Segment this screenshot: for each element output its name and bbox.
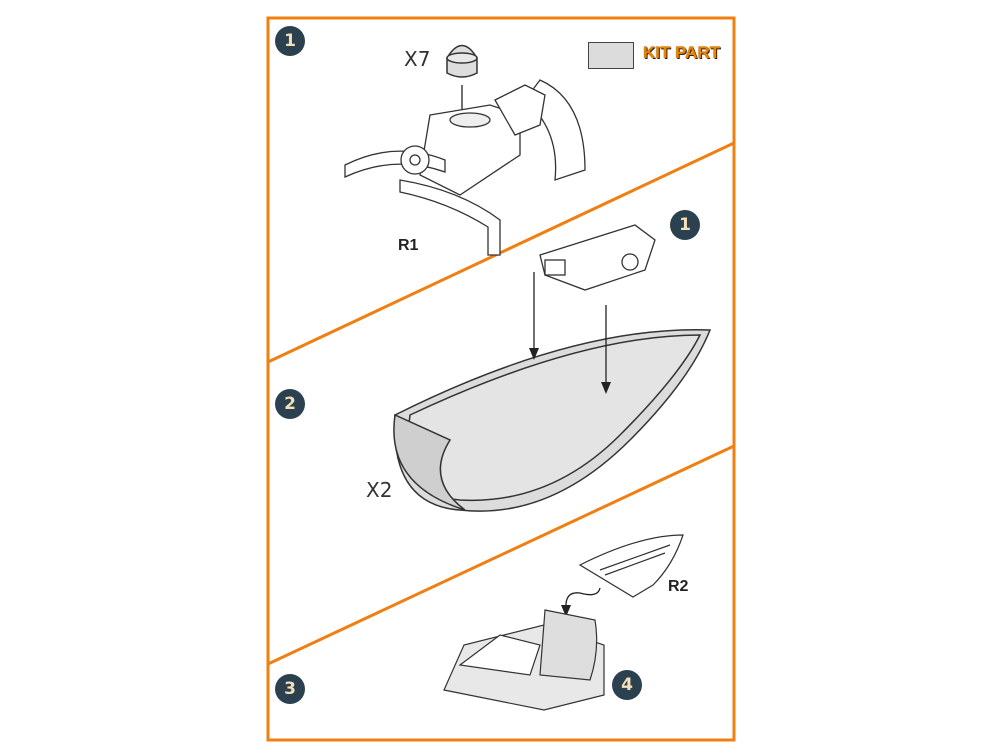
- gun-mount-part-r1: [344, 79, 586, 256]
- subassembly-badge-1: 1: [670, 210, 700, 240]
- cap-part: [446, 44, 478, 78]
- step-badge-2: 2: [275, 389, 305, 419]
- step-badge-3: 3: [275, 674, 305, 704]
- fairing-part: [393, 328, 712, 512]
- frame-border: [266, 16, 736, 742]
- cockpit-tub-part: [443, 609, 605, 711]
- part-ref-r2: R2: [668, 578, 689, 595]
- quantity-label-x2: X2: [366, 478, 393, 502]
- part-ref-r1: R1: [398, 237, 419, 254]
- step-divider-2: [267, 444, 735, 666]
- kit-part-swatch: [588, 42, 634, 69]
- step-badge-1: 1: [275, 26, 305, 56]
- kit-part-legend-label: KIT PART: [643, 43, 721, 62]
- quantity-label-x7: X7: [404, 47, 431, 71]
- subassembly-badge-4: 4: [612, 670, 642, 700]
- step-divider-1: [267, 141, 735, 364]
- panel-part-r2: [578, 534, 684, 598]
- sight-part: [539, 224, 656, 291]
